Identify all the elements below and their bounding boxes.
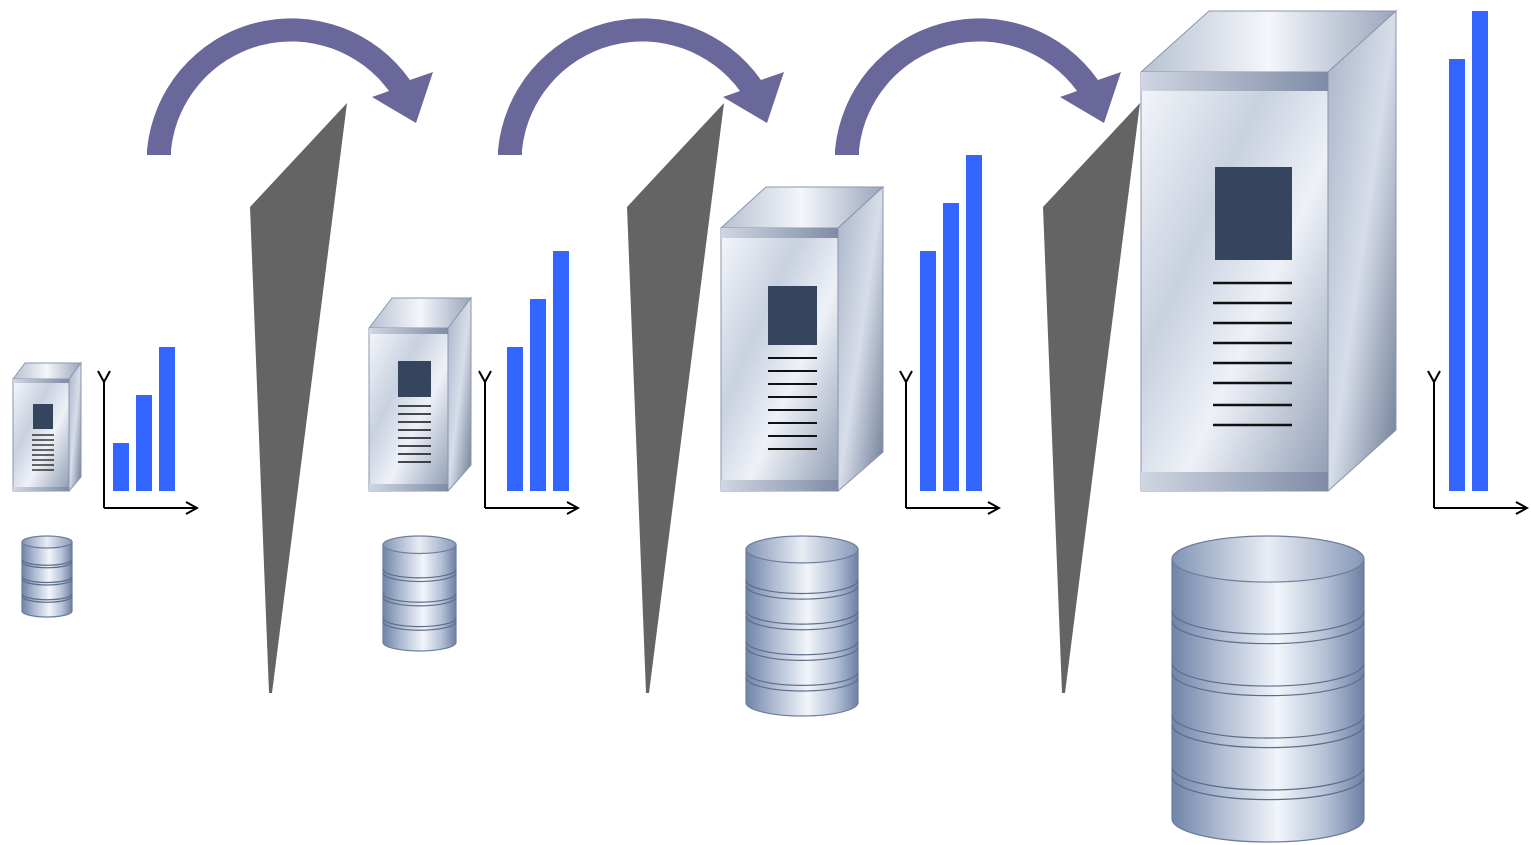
bar-chart-icon xyxy=(104,347,197,508)
chart-bar xyxy=(159,347,175,491)
database-cylinder-icon xyxy=(382,535,457,652)
server-tower-icon xyxy=(367,296,473,493)
chart-bar xyxy=(1472,11,1488,491)
chart-bar xyxy=(920,251,936,491)
chart-bar xyxy=(553,251,569,491)
bar-chart-icon xyxy=(1434,11,1527,508)
server-screen xyxy=(1215,167,1292,260)
server-tower-icon xyxy=(719,185,885,493)
transition-arrows xyxy=(147,18,1121,155)
bar-chart-icon xyxy=(485,251,578,508)
chart-bar xyxy=(943,203,959,491)
databases xyxy=(21,535,1365,843)
wedge-separator-icon xyxy=(627,103,724,693)
curved-arrow-icon xyxy=(835,18,1121,155)
curved-arrow-icon xyxy=(147,18,433,155)
chart-bar xyxy=(136,395,152,491)
database-cylinder-icon xyxy=(1171,535,1365,843)
server-screen xyxy=(398,361,431,397)
bar-chart-icon xyxy=(906,155,999,508)
server-screen xyxy=(768,286,817,345)
database-cylinder-icon xyxy=(745,535,859,717)
wedge-separators xyxy=(250,103,1140,693)
growth-charts xyxy=(104,11,1527,508)
server-tower-icon xyxy=(12,361,82,493)
server-tower-icon xyxy=(1139,9,1398,493)
chart-bar xyxy=(113,443,129,491)
database-cylinder-icon xyxy=(21,535,73,618)
chart-bar xyxy=(1449,59,1465,491)
curved-arrow-icon xyxy=(498,18,784,155)
wedge-separator-icon xyxy=(1043,103,1140,693)
chart-bar xyxy=(530,299,546,491)
chart-bar xyxy=(966,155,982,491)
server-screen xyxy=(33,404,53,429)
chart-bar xyxy=(507,347,523,491)
wedge-separator-icon xyxy=(250,103,347,693)
